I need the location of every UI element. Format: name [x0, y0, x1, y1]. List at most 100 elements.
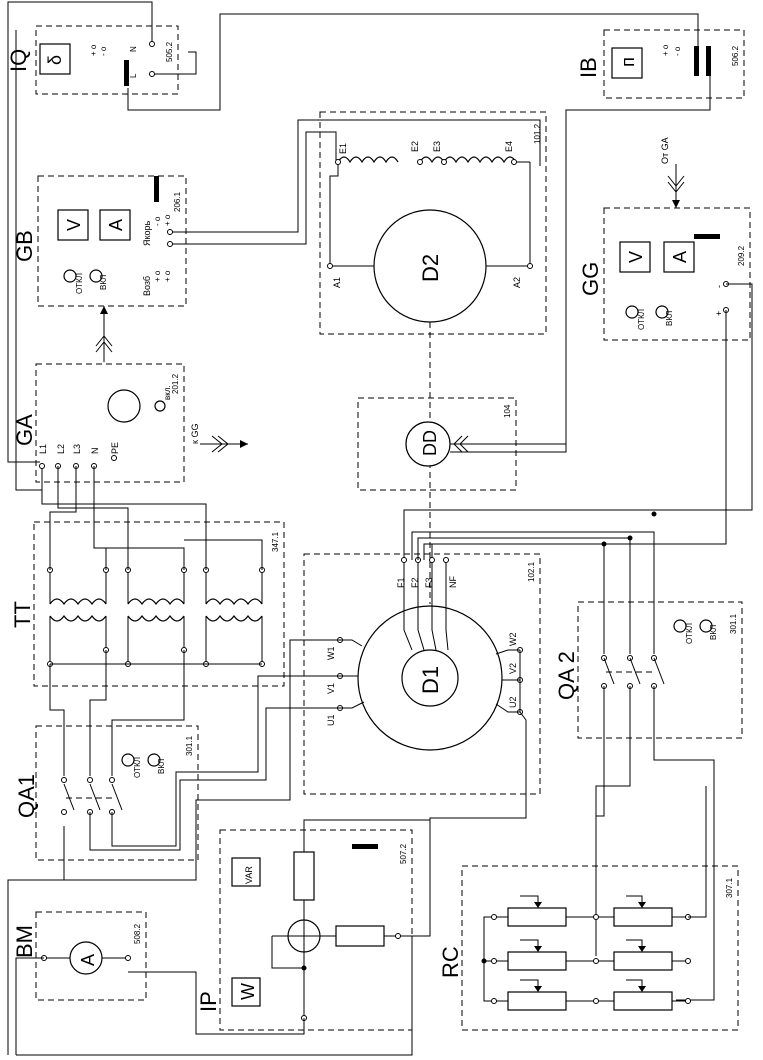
- wire-gg-plus: [431, 310, 727, 560]
- ib-bar-1: [694, 46, 699, 76]
- ib-code: 506.2: [731, 45, 740, 66]
- machine-102-module: 102.1 D1 F1 F2 F3 NF W1 V1 U1 W2: [303, 553, 541, 795]
- ib-indicator: [611, 47, 643, 79]
- ga-on-label: вкл.: [163, 385, 172, 400]
- gg-minus-label: -: [714, 285, 724, 288]
- wire-f-3: [423, 543, 605, 654]
- gb-armature-label: Якорь: [142, 220, 152, 246]
- winding-e2-e3: [419, 156, 445, 164]
- ga-on-button[interactable]: [154, 400, 166, 412]
- gg-bar: [694, 234, 720, 239]
- rc-label: RC: [438, 946, 463, 978]
- label-w1: W1: [326, 647, 336, 661]
- gg-plus-label: +: [714, 311, 724, 316]
- gb-excitation-plus: + o: [153, 270, 162, 282]
- qa2-on-label: ВКЛ: [709, 625, 718, 640]
- machine-101-module: 101.2 E1 E2 E3 E4 D2 A1 A2: [319, 111, 547, 335]
- qa2-on-button[interactable]: [699, 619, 713, 633]
- label-u1: U1: [326, 714, 336, 726]
- qa2-off-label: ОТКЛ: [685, 623, 694, 644]
- label-f3: F3: [424, 577, 434, 588]
- label-a1: A1: [332, 277, 342, 288]
- gg-label: GG: [578, 262, 603, 296]
- ga-terminal-l1[interactable]: [39, 463, 45, 469]
- gg-on-button[interactable]: [655, 305, 669, 319]
- m101-code: 101.2: [533, 123, 542, 144]
- label-e1: E1: [338, 143, 348, 154]
- iq-terminal-l[interactable]: [149, 71, 155, 77]
- terminal-nf[interactable]: [443, 557, 449, 563]
- tt-module: TT 347.1: [10, 521, 285, 687]
- gg-off-label: ОТКЛ: [637, 309, 646, 330]
- gg-ammeter-label: A: [670, 251, 690, 263]
- bm-label: BM: [12, 925, 37, 958]
- terminal-f1[interactable]: [401, 557, 407, 563]
- ip-var-meter: [231, 857, 261, 887]
- terminal-e4[interactable]: [511, 159, 517, 165]
- wire-gg-minus: [403, 283, 753, 560]
- ib-bar-2: [706, 46, 711, 76]
- qa1-contact-1[interactable]: [63, 783, 75, 811]
- gb-armature-terminal-minus[interactable]: [167, 229, 173, 235]
- bm-module: BM 508.2 A: [12, 911, 147, 1001]
- ip-code: 507.2: [399, 843, 408, 864]
- iq-terminal-n[interactable]: [149, 41, 155, 47]
- label-f2: F2: [410, 577, 420, 588]
- ip-module: IP 507.2 VAR W: [196, 819, 430, 1031]
- ga-to-gg-label: к GG: [190, 424, 200, 444]
- terminal-e2[interactable]: [417, 159, 423, 165]
- terminal-a1[interactable]: [327, 263, 333, 269]
- ip-voltage-coil: [293, 851, 315, 901]
- bm-code: 508.2: [133, 923, 142, 944]
- gb-module: GB 206.1 V A Якорь - o + o Возб + o + o …: [12, 175, 187, 307]
- machine-dd-label: DD: [420, 430, 440, 456]
- qa2-off-button[interactable]: [673, 619, 687, 633]
- ib-minus: - o: [673, 46, 682, 56]
- terminal-e1[interactable]: [335, 159, 341, 165]
- terminal-e3[interactable]: [441, 159, 447, 165]
- iq-l: L: [129, 73, 138, 78]
- ib-label: IB: [576, 57, 601, 78]
- qa1-off-label: ОТКЛ: [133, 757, 142, 778]
- ga-rotary-knob[interactable]: [107, 389, 141, 423]
- transformer-1: [49, 570, 107, 664]
- label-e3: E3: [432, 141, 442, 152]
- gb-bar: [154, 176, 159, 202]
- ip-var-label: VAR: [244, 866, 254, 884]
- gg-on-label: ВКЛ: [665, 311, 674, 326]
- gg-from-ga-label: От GA: [660, 137, 670, 164]
- label-a2: A2: [512, 277, 522, 288]
- gb-ammeter-label: A: [106, 219, 126, 231]
- qa2-contact-1[interactable]: [603, 657, 615, 685]
- gb-armature-minus: - o: [153, 216, 162, 226]
- gg-code: 209.2: [737, 245, 746, 266]
- gb-on-button[interactable]: [89, 269, 103, 283]
- qa1-on-button[interactable]: [147, 753, 161, 767]
- label-w2: W2: [508, 633, 518, 647]
- terminal-a2[interactable]: [527, 263, 533, 269]
- ga-l3-label: L3: [72, 444, 82, 454]
- gb-off-button[interactable]: [63, 269, 77, 283]
- gg-off-button[interactable]: [625, 305, 639, 319]
- qa2-contact-2[interactable]: [629, 657, 641, 685]
- qa1-off-button[interactable]: [121, 753, 135, 767]
- wire-f-1: [411, 531, 655, 654]
- gb-off-label: ОТКЛ: [75, 273, 84, 294]
- qa1-contact-3[interactable]: [111, 783, 123, 811]
- qa2-module: QA 2 301.1 ОТКЛ ВКЛ: [554, 601, 743, 739]
- iq-indicator: [39, 43, 71, 75]
- gg-voltmeter: [619, 241, 651, 273]
- qa2-contact-3[interactable]: [653, 657, 665, 685]
- ip-bar: [352, 844, 378, 849]
- qa1-on-label: ВКЛ: [157, 759, 166, 774]
- rheostat-row-1: [494, 895, 688, 927]
- qa1-contact-2[interactable]: [89, 783, 101, 811]
- gb-excitation-label: Возб: [142, 276, 152, 296]
- terminal-f3[interactable]: [429, 557, 435, 563]
- qa2-label: QA 2: [554, 651, 579, 700]
- iq-bar: [124, 60, 129, 86]
- gb-armature-terminal-plus[interactable]: [167, 241, 173, 247]
- ip-w-meter: [231, 977, 261, 1007]
- ga-terminal-pe[interactable]: [111, 455, 117, 461]
